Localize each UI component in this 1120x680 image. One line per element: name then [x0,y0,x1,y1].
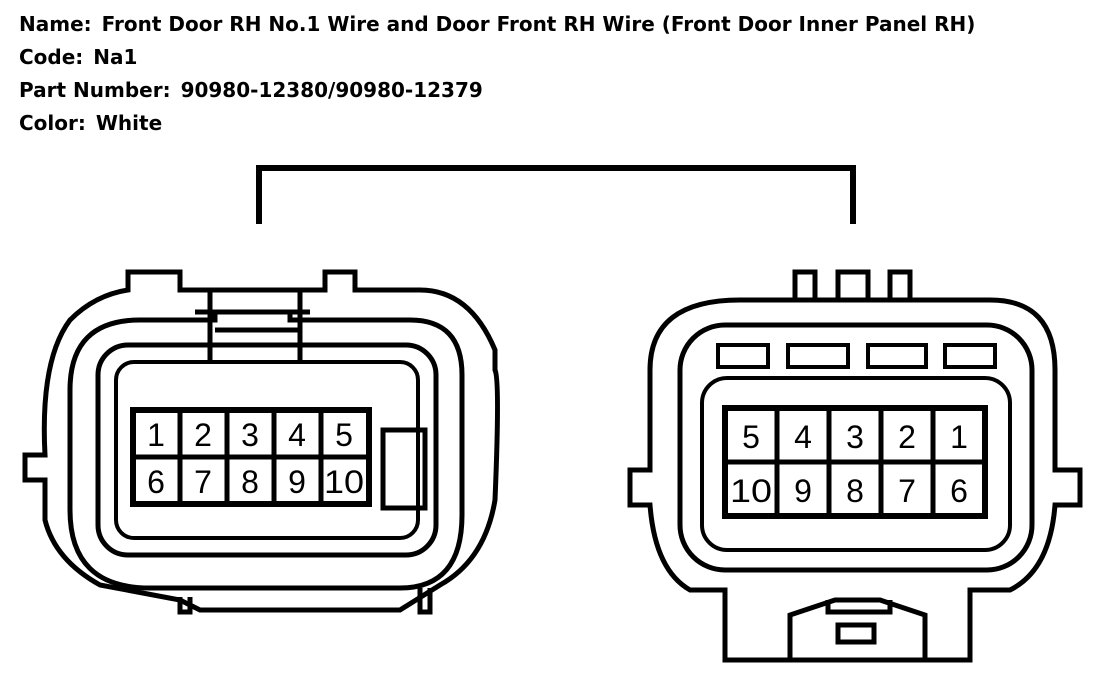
part-number-label: Part Number: [19,78,171,102]
left-pin-label: 7 [194,464,212,500]
right-pin-label: 10 [730,473,772,509]
left-connector-cavity-inner [114,360,420,540]
right-pin-label: 7 [898,473,916,509]
right-connector [627,269,1083,663]
left-pin-label: 2 [194,417,212,453]
left-connector-inner-housing [67,309,465,591]
right-pin-label: 4 [794,419,812,455]
right-pin-label: 9 [794,473,812,509]
right-connector-inner-housing [677,322,1035,573]
left-pin-label: 3 [241,417,259,453]
right-connector-outer-shell [627,297,1083,663]
color-label: Color: [19,111,86,135]
right-pin-labels: 5 4 3 2 1 10 9 8 7 6 [730,419,968,509]
right-pin-label: 6 [950,473,968,509]
left-connector-cavity [95,342,439,558]
code-row: Code: Na1 [19,41,975,74]
right-connector-slot [716,343,770,369]
left-pin-label: 6 [147,464,165,500]
left-connector-side-key [380,427,428,511]
right-pin-label: 8 [846,473,864,509]
code-value: Na1 [93,45,138,69]
color-row: Color: White [19,107,975,140]
left-pin-grid-lines [133,410,369,504]
left-pin-label: 5 [335,417,353,453]
left-pin-labels: 1 2 3 4 5 6 7 8 9 10 [147,417,364,500]
right-connector-cavity [700,376,1012,552]
right-connector-bottom-lock [787,597,928,660]
connector-info: Name: Front Door RH No.1 Wire and Door Fr… [19,8,975,140]
right-pin-label: 5 [742,419,760,455]
right-pin-label: 2 [898,419,916,455]
color-value: White [95,111,163,135]
right-pin-grid-lines [725,408,985,516]
left-pin-label: 10 [324,464,364,500]
name-value: Front Door RH No.1 Wire and Door Front R… [101,12,976,36]
right-connector-slot [786,343,850,369]
left-pin-label: 9 [288,464,306,500]
left-connector-latch [195,292,310,360]
left-connector [22,269,500,615]
right-pin-label: 3 [846,419,864,455]
code-label: Code: [19,45,84,69]
left-pin-label: 1 [147,417,165,453]
name-row: Name: Front Door RH No.1 Wire and Door Fr… [19,8,975,41]
left-pin-label: 8 [241,464,259,500]
part-number-row: Part Number: 90980-12380/90980-12379 [19,74,975,107]
left-pin-label: 4 [288,417,306,453]
left-connector-bottom-tab [177,597,193,615]
mating-bracket [256,165,856,224]
name-label: Name: [19,12,92,36]
part-number-value: 90980-12380/90980-12379 [180,78,483,102]
right-pin-label: 1 [950,419,968,455]
right-connector-slot [866,343,928,369]
left-connector-outer-shell [22,269,500,613]
right-connector-top-tabs [792,269,913,300]
left-connector-bottom-tab-2 [417,588,433,615]
right-connector-slot [943,343,997,369]
